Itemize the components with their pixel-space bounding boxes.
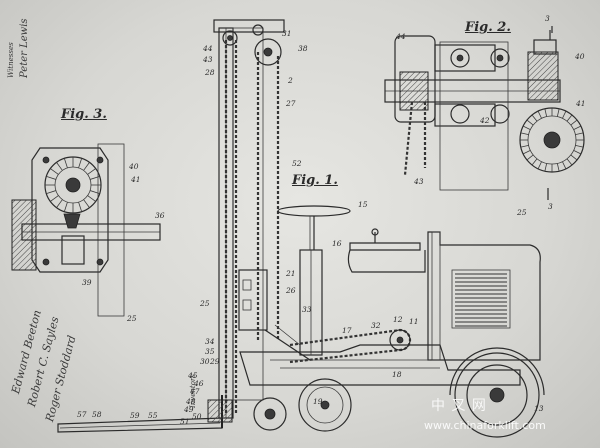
ref-mast: 55 <box>148 411 158 420</box>
ref-mast: 47 <box>190 387 200 396</box>
ref-body: 13 <box>534 404 544 413</box>
ref-body: 18 <box>392 370 402 379</box>
fork-bracket <box>207 399 233 423</box>
ref-mast: 33 <box>302 305 312 314</box>
fig2-mast-section <box>439 41 509 191</box>
ref-fig3: 40 <box>129 162 139 171</box>
ref-mast: 29 <box>210 357 220 366</box>
fig3-label: Fig. 3. <box>61 107 107 122</box>
ref-mast: 44 <box>203 44 213 53</box>
ref-mast: 35 <box>205 347 215 356</box>
mast-top-sheave <box>222 30 238 46</box>
ref-fig3: 36 <box>155 211 165 220</box>
drive-sprocket <box>389 329 411 351</box>
ref-mast: 50 <box>192 412 202 421</box>
front-drive-wheel <box>298 378 352 432</box>
ref-fig2: 41 <box>576 99 586 108</box>
ref-body: 16 <box>332 239 342 248</box>
rear-fender <box>449 347 545 396</box>
rear-wheel-tire <box>454 352 540 438</box>
ref-body: 17 <box>342 326 352 335</box>
ref-fig3: 39 <box>82 278 92 287</box>
fig3-flange <box>11 199 37 271</box>
ref-body: 32 <box>371 321 381 330</box>
ref-mast: 21 <box>286 269 296 278</box>
ref-fig3: 25 <box>127 314 137 323</box>
fig3-gear-hub <box>65 177 81 193</box>
inventors-label: Inventors <box>189 374 197 408</box>
ref-fig2: 25 <box>517 208 527 217</box>
ref-mast: 45 <box>188 371 198 380</box>
fig1-forklift <box>57 19 545 438</box>
mast-upright-rear <box>232 27 264 401</box>
ref-mast: 49 <box>184 405 194 414</box>
ref-body: 12 <box>393 315 403 324</box>
ref-mast: 46 <box>194 379 204 388</box>
ref-fig2: 44 <box>396 32 406 41</box>
ref-mast: 58 <box>92 410 102 419</box>
fig2-hub-section <box>384 26 585 200</box>
front-load-wheel <box>253 397 287 431</box>
ref-mast: 51 <box>180 417 190 426</box>
seat-cushion <box>349 242 421 251</box>
rear-wheel-rim <box>466 364 528 426</box>
ref-mast: 57 <box>77 410 87 419</box>
ref-mast: 30 <box>200 357 210 366</box>
ref-mast: 48 <box>186 397 196 406</box>
ref-body: 15 <box>358 200 368 209</box>
fig2-chain-left <box>403 101 414 176</box>
fig2-bearing <box>527 51 559 101</box>
ref-mast: 38 <box>298 44 308 53</box>
ref-fig2: 43 <box>414 177 424 186</box>
fig3-plate <box>97 143 125 317</box>
fig1-label: Fig. 1. <box>292 173 338 188</box>
watermark-brand: 中 叉 网 <box>431 398 487 414</box>
carriage-plate <box>238 269 268 331</box>
fig2-gear-hub <box>543 131 561 149</box>
ref-mast: 34 <box>205 337 215 346</box>
chassis-frame <box>239 344 521 386</box>
mast-chain-sprocket <box>254 38 282 66</box>
radiator-grille <box>451 269 511 329</box>
ref-mast: 2 <box>288 76 293 85</box>
witness-signature: Peter Lewis <box>19 18 30 78</box>
fig2-housing-left <box>394 35 436 123</box>
ref-mast: 31 <box>282 29 292 38</box>
ref-mast: 43 <box>203 55 213 64</box>
ref-fig2: 42 <box>480 116 490 125</box>
ref-mast: 52 <box>292 159 302 168</box>
ref-mast: 26 <box>286 286 296 295</box>
watermark-url: www.chinaforklift.com <box>424 419 546 432</box>
ref-fig3: 41 <box>131 175 141 184</box>
ref-fig2: 3 <box>545 14 550 23</box>
fig3-housing <box>31 147 109 273</box>
fig3-bracket <box>11 143 161 317</box>
mast-crosshead <box>213 19 285 33</box>
rear-wheel-hub <box>489 387 505 403</box>
ref-body: 11 <box>409 317 419 326</box>
ref-mast: 27 <box>286 99 296 108</box>
ref-mast: 59 <box>130 411 140 420</box>
ref-body: 19 <box>313 397 323 406</box>
ref-fig2: 3 <box>548 202 553 211</box>
seat-base <box>347 249 426 273</box>
steering-wheel <box>277 205 351 217</box>
ref-mast: 25 <box>200 299 210 308</box>
fig2-label: Fig. 2. <box>465 20 511 35</box>
engine-hood <box>427 231 541 361</box>
ref-mast: 28 <box>205 68 215 77</box>
ref-fig2: 40 <box>575 52 585 61</box>
witnesses-label: Witnesses <box>7 42 15 78</box>
